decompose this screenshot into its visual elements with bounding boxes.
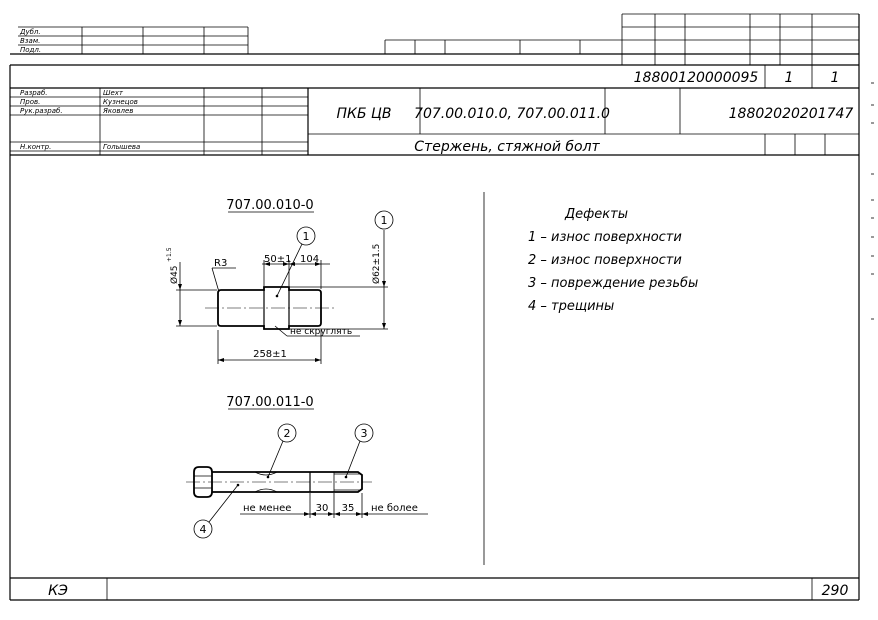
callout-4-circle: [193, 519, 213, 539]
dim-total: 258±1: [253, 349, 287, 360]
role-developer: Разраб.: [20, 89, 48, 97]
callout-1-label: 1: [303, 230, 310, 243]
label-not-more: не более: [371, 503, 418, 514]
defects-heading: Дефекты: [564, 207, 628, 222]
drawing-bolt: 707.00.011-0 2 3 4: [186, 395, 428, 539]
dim-radius: R3: [214, 258, 227, 269]
name-norm-control: Голышева: [103, 143, 140, 151]
dim-35: 35: [342, 503, 355, 514]
sheet-frame: КЭ 290: [9, 14, 860, 601]
document-code: 18802020201747: [729, 106, 854, 122]
drawing2-title: 707.00.011-0: [226, 395, 313, 410]
designations: 707.00.010.0, 707.00.011.0: [414, 106, 610, 122]
drawing1-title: 707.00.010-0: [226, 198, 313, 213]
callout-1b-circle: [374, 210, 394, 230]
dim-length-a: 50±1: [264, 254, 291, 265]
dim-length-b: 104: [300, 254, 319, 265]
signature-table: Разраб. Пров. Рук.разраб. Н.контр. Шехт …: [10, 88, 309, 155]
row-label-dubl: Дубл.: [19, 28, 41, 36]
row-label-vzam: Взам.: [20, 37, 40, 45]
callout-3-circle: [354, 423, 374, 443]
label-not-less: не менее: [243, 503, 291, 514]
title-block: Дубл. Взам. Подл. 18800120000095 1 1: [10, 13, 860, 156]
role-norm-control: Н.контр.: [20, 143, 51, 151]
defect-item: 2 – износ поверхности: [528, 253, 682, 268]
left-record-grid: Дубл. Взам. Подл.: [18, 26, 249, 54]
part-name: Стержень, стяжной болт: [414, 139, 600, 155]
callout-1b-label: 1: [381, 214, 388, 227]
rod-outline: [217, 286, 322, 330]
callout-4-label: 4: [200, 523, 207, 536]
row-label-podl: Подл.: [20, 46, 41, 54]
middle-record-grid: [384, 39, 859, 54]
defect-item: 1 – износ поверхности: [528, 230, 682, 245]
callout-2-label: 2: [284, 427, 291, 440]
callout-2-circle: [277, 423, 297, 443]
callout-1-circle: [296, 226, 316, 246]
page-number: 290: [822, 583, 849, 599]
callout-3-label: 3: [361, 427, 368, 440]
margin-ticks: [871, 82, 874, 320]
name-developer: Шехт: [103, 89, 124, 97]
doc-number: 18800120000095: [634, 70, 759, 86]
dim-diameter-large: Ø62±1.5: [371, 244, 382, 284]
organization: ПКБ ЦВ: [337, 106, 392, 122]
defect-item: 3 – повреждение резьбы: [528, 276, 698, 291]
change-log-grid: [621, 13, 860, 65]
dim-diameter-small-tol: +1.5: [166, 247, 173, 262]
sheet-number: 1: [785, 70, 794, 86]
footer-left-label: КЭ: [48, 583, 68, 599]
name-head: Яковлев: [102, 107, 133, 115]
dim-diameter-small: Ø45: [169, 265, 180, 284]
sheet-count: 1: [831, 70, 840, 86]
name-checker: Кузнецов: [103, 98, 138, 106]
dim-30: 30: [316, 503, 329, 514]
defects-list: Дефекты 1 – износ поверхности 2 – износ …: [528, 207, 698, 314]
defect-item: 4 – трещины: [528, 299, 614, 314]
role-head: Рук.разраб.: [20, 107, 63, 115]
role-checker: Пров.: [20, 98, 40, 106]
drawing-rod: 707.00.010-0 Ø45 +1.5 R3 50±1 104 1: [166, 198, 394, 364]
